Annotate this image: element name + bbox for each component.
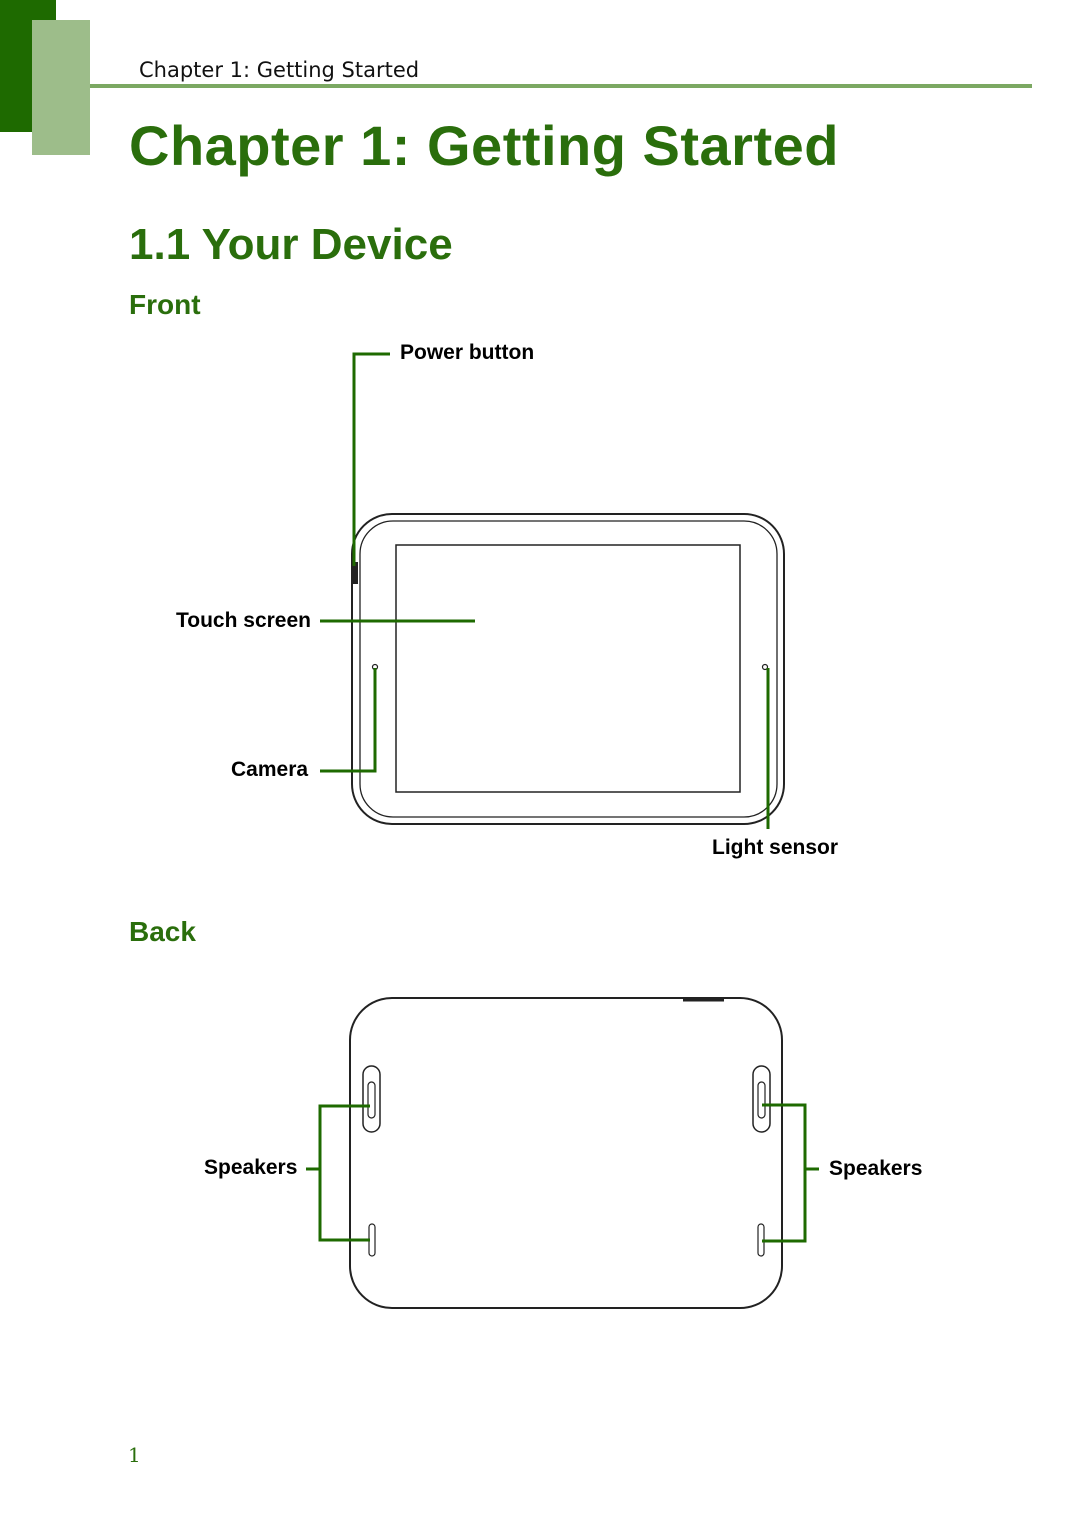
back-device-outline bbox=[349, 997, 783, 1309]
speakers-right-label: Speakers bbox=[829, 1157, 923, 1180]
back-callouts bbox=[306, 1103, 819, 1243]
header-rule bbox=[90, 84, 1032, 88]
speakers-right-bracket bbox=[762, 1103, 807, 1243]
running-header: Chapter 1: Getting Started bbox=[139, 58, 420, 82]
chapter-title: Chapter 1: Getting Started bbox=[129, 114, 839, 177]
back-device-illustration bbox=[349, 997, 783, 1309]
front-device-illustration bbox=[351, 513, 785, 825]
light-sensor-label: Light sensor bbox=[712, 836, 839, 859]
light-sensor-dot bbox=[761, 663, 769, 671]
front-device-outer-outline bbox=[351, 513, 785, 825]
back-heading: Back bbox=[129, 916, 196, 947]
touch-screen-area bbox=[395, 544, 741, 793]
camera-label: Camera bbox=[231, 758, 309, 781]
page-number: 1 bbox=[128, 1443, 141, 1467]
speaker-slot-left-top bbox=[367, 1081, 376, 1119]
speakers-left-bracket bbox=[318, 1104, 370, 1242]
speakers-left-label: Speakers bbox=[204, 1156, 298, 1179]
power-button-callout bbox=[352, 352, 390, 566]
speaker-slot-right-top bbox=[757, 1081, 766, 1119]
front-heading: Front bbox=[129, 289, 201, 320]
camera-callout bbox=[320, 668, 377, 773]
front-callouts bbox=[320, 352, 770, 829]
front-device-inner-outline bbox=[359, 520, 778, 818]
speaker-grille-left-top bbox=[362, 1065, 381, 1133]
touch-screen-label: Touch screen bbox=[176, 609, 311, 632]
power-button-label: Power button bbox=[400, 341, 535, 364]
speaker-grille-right-top bbox=[752, 1065, 771, 1133]
section-title: 1.1 Your Device bbox=[129, 220, 453, 269]
corner-tab-light bbox=[32, 20, 90, 155]
